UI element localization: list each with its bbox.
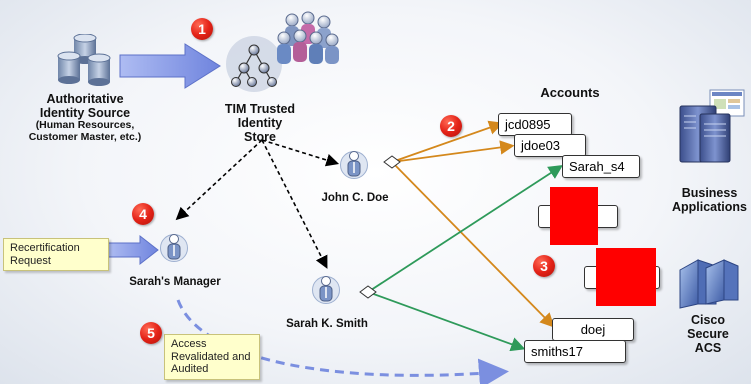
tim-store-label: TIM Trusted Identity Store xyxy=(205,102,315,144)
account-jcd0895: jcd0895 xyxy=(498,113,572,136)
recert-arrow xyxy=(107,234,159,266)
john-to-jcd0895 xyxy=(391,120,504,163)
cisco-line3: ACS xyxy=(694,341,722,355)
manager-name: Sarah's Manager xyxy=(129,276,221,288)
source-sub-line1: (Human Resources, xyxy=(35,119,135,131)
step-badge-1: 1 xyxy=(191,18,213,40)
tim-line1: TIM Trusted xyxy=(224,102,296,116)
big-flow-arrow xyxy=(119,43,221,89)
access-line3: Audited xyxy=(171,363,209,376)
source-sub-line2: Customer Master, etc.) xyxy=(28,130,142,143)
dotted-link-sarah xyxy=(261,139,328,269)
identity-network-icon xyxy=(226,11,339,92)
dotted-link-john xyxy=(261,139,340,167)
accounts-title: Accounts xyxy=(540,85,600,100)
account-smiths17: smiths17 xyxy=(524,340,626,363)
account-doej: doej xyxy=(552,318,634,341)
account-sarah-s4: Sarah_s4 xyxy=(562,155,640,178)
cisco-line1: Cisco xyxy=(690,313,726,327)
redaction-box-lower xyxy=(596,248,656,306)
step-badge-2: 2 xyxy=(440,115,462,137)
business-line1: Business xyxy=(681,186,738,200)
john-to-doej xyxy=(391,161,555,328)
sarah-person-icon xyxy=(312,276,340,304)
recert-line2: Request xyxy=(10,254,51,267)
dotted-link-manager xyxy=(175,139,263,221)
step-badge-3: 3 xyxy=(533,255,555,277)
access-line1: Access xyxy=(171,338,207,350)
sarah-connector-diamond xyxy=(359,285,377,299)
john-connector-diamond xyxy=(383,155,401,169)
business-line2: Applications xyxy=(671,200,747,214)
sarah-to-smiths17 xyxy=(367,291,526,352)
tim-line3: Store xyxy=(244,130,276,144)
business-apps-label: Business Applications xyxy=(668,186,751,214)
manager-person-icon xyxy=(160,234,188,262)
step-badge-5: 5 xyxy=(140,322,162,344)
source-title-line1: Authoritative xyxy=(46,92,124,106)
redaction-box-upper xyxy=(550,187,598,245)
access-line2: Revalidated and xyxy=(171,350,251,363)
revalidation-arrow xyxy=(176,299,509,384)
authoritative-source-label: Authoritative Identity Source (Human Res… xyxy=(10,92,160,144)
john-person-icon xyxy=(340,151,368,179)
access-revalidated-note: Access Revalidated and Audited xyxy=(164,334,260,380)
step-badge-4: 4 xyxy=(132,203,154,225)
recert-line1: Recertification xyxy=(10,242,80,254)
john-name: John C. Doe xyxy=(321,192,389,204)
account-jdoe03: jdoe03 xyxy=(514,134,586,157)
tim-line2: Identity xyxy=(237,116,283,130)
sarah-to-sarah-s4 xyxy=(367,165,564,293)
database-icon xyxy=(57,34,111,86)
recertification-request-note: Recertification Request xyxy=(3,238,109,272)
cisco-acs-label: Cisco Secure ACS xyxy=(676,313,740,355)
john-to-jdoe03 xyxy=(391,140,515,163)
cisco-acs-server-icon xyxy=(679,259,739,309)
source-title-line2: Identity Source xyxy=(39,106,131,120)
sarah-smith-name: Sarah K. Smith xyxy=(286,318,368,330)
cisco-line2: Secure xyxy=(687,327,729,341)
server-rack-icon xyxy=(679,89,745,163)
